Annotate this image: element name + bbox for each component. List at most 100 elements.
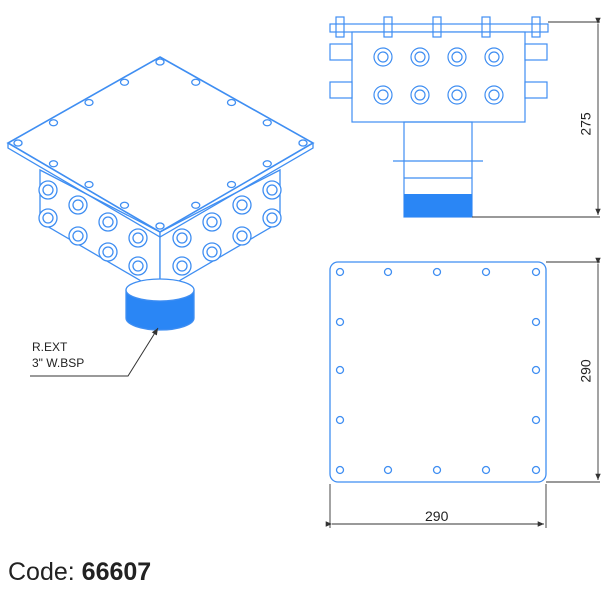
bolt-icon — [335, 415, 345, 425]
dimension-depth: 290 — [577, 359, 594, 383]
bolt-icon — [262, 119, 272, 127]
bolt-icon — [383, 465, 393, 475]
cable-gland-icon — [98, 242, 118, 262]
bolt-icon — [531, 465, 541, 475]
cable-gland-icon — [236, 230, 248, 242]
cable-gland-icon — [266, 212, 278, 224]
cable-gland-icon — [262, 180, 282, 200]
cable-gland-icon — [206, 216, 218, 228]
annotation-label-ext: R.EXT — [32, 340, 68, 354]
bolt-icon — [432, 465, 442, 475]
hex-gland-icon — [447, 85, 467, 105]
hex-gland-icon — [414, 51, 426, 63]
cable-gland-icon — [132, 260, 144, 272]
code-value: 66607 — [81, 558, 152, 586]
bolt-icon — [383, 267, 393, 277]
hex-gland-icon — [377, 51, 389, 63]
bolt-icon — [481, 465, 491, 475]
hex-gland-icon — [410, 47, 430, 67]
cable-gland-icon — [176, 232, 188, 244]
hex-gland-icon — [377, 89, 389, 101]
side-gland-icon — [329, 81, 353, 99]
bolt-icon — [531, 16, 541, 38]
dimension-lines — [325, 17, 601, 528]
top-view — [329, 261, 547, 483]
bolt-icon — [84, 180, 94, 189]
bolt-icon — [335, 267, 345, 277]
bolt-icon — [531, 365, 541, 375]
cable-gland-icon — [172, 228, 192, 248]
side-gland-icon — [329, 43, 353, 61]
code-label: Code: — [8, 558, 75, 586]
bolt-icon — [119, 201, 130, 209]
bolt-icon — [531, 415, 541, 425]
bolt-icon — [335, 365, 345, 375]
bolt-icon — [155, 222, 165, 230]
hex-gland-icon — [373, 85, 393, 105]
cable-gland-icon — [206, 246, 218, 258]
cable-gland-icon — [128, 228, 148, 248]
hex-gland-icon — [373, 47, 393, 67]
bolt-icon — [226, 180, 237, 189]
cable-gland-icon — [72, 199, 84, 211]
hex-gland-icon — [410, 85, 430, 105]
cable-gland-icon — [68, 195, 88, 215]
cable-gland-icon — [42, 184, 54, 196]
cable-gland-icon — [176, 260, 188, 272]
cable-gland-icon — [68, 226, 88, 246]
bolt-icon — [191, 201, 201, 209]
bolt-icon — [335, 16, 345, 38]
hex-gland-icon — [484, 85, 504, 105]
cable-gland-icon — [72, 230, 84, 242]
bolt-icon — [298, 139, 308, 147]
cable-gland-icon — [266, 184, 278, 196]
hex-gland-icon — [451, 89, 463, 101]
hex-gland-icon — [484, 47, 504, 67]
cable-gland-icon — [102, 216, 114, 228]
hex-gland-icon — [447, 47, 467, 67]
front-view — [329, 16, 549, 218]
cable-gland-icon — [202, 242, 222, 262]
hex-gland-icon — [488, 51, 500, 63]
cable-gland-icon — [172, 256, 192, 276]
isometric-view — [6, 56, 315, 331]
bolt-icon — [84, 98, 94, 107]
hex-gland-icon — [414, 89, 426, 101]
bolt-icon — [262, 160, 272, 168]
hex-gland-icon — [488, 89, 500, 101]
cable-gland-icon — [38, 208, 58, 228]
cable-gland-icon — [202, 212, 222, 232]
annotation-label-bsp: 3" W.BSP — [32, 356, 85, 370]
bolt-icon — [191, 78, 201, 86]
bolt-icon — [155, 58, 165, 66]
cable-gland-icon — [98, 212, 118, 232]
bolt-icon — [531, 317, 541, 327]
bolt-icon — [481, 16, 491, 38]
bolt-icon — [531, 267, 541, 277]
dimension-width: 290 — [425, 508, 449, 524]
bolt-icon — [226, 98, 237, 107]
bolt-icon — [383, 16, 393, 38]
cable-gland-icon — [262, 208, 282, 228]
product-code: Code: 66607 — [8, 558, 151, 587]
hex-gland-icon — [451, 51, 463, 63]
cable-gland-icon — [236, 199, 248, 211]
cable-gland-icon — [128, 256, 148, 276]
cable-gland-icon — [102, 246, 114, 258]
dimension-height: 275 — [577, 112, 594, 136]
side-gland-icon — [524, 81, 548, 99]
bolt-icon — [335, 317, 345, 327]
bolt-icon — [432, 16, 442, 38]
cable-gland-icon — [132, 232, 144, 244]
bolt-icon — [48, 119, 59, 127]
cable-gland-icon — [42, 212, 54, 224]
annotation-leader — [30, 327, 159, 377]
cable-gland-icon — [38, 180, 58, 200]
cable-gland-icon — [232, 195, 252, 215]
bolt-icon — [48, 160, 59, 168]
cable-gland-icon — [232, 226, 252, 246]
side-gland-icon — [524, 43, 548, 61]
bolt-icon — [432, 267, 442, 277]
bolt-icon — [481, 267, 491, 277]
